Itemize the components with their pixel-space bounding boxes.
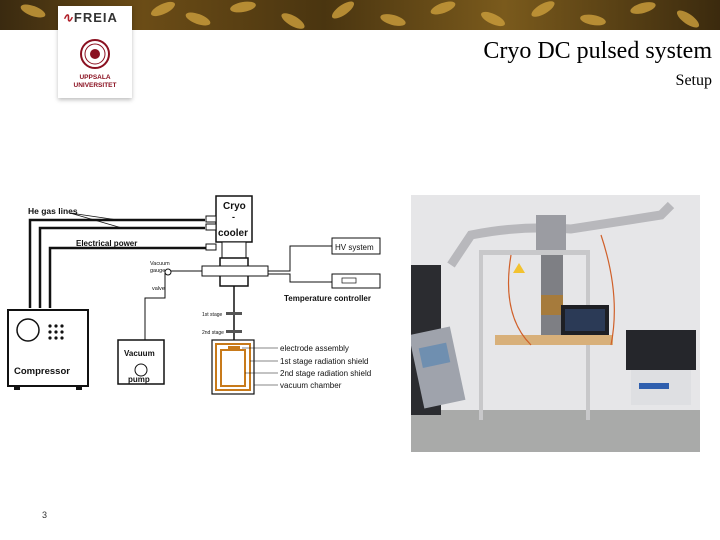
page-number: 3 xyxy=(42,510,47,520)
label-cooler: cooler xyxy=(218,228,248,239)
valve-icon xyxy=(165,269,171,275)
label-stage1: 1st stage xyxy=(202,312,223,318)
stage2-plate xyxy=(226,330,242,333)
cryo-port-1 xyxy=(206,216,216,222)
uppsala-seal-icon xyxy=(80,36,110,72)
label-gauge: gauge xyxy=(150,268,165,274)
cryo-neck xyxy=(222,242,246,258)
lab-photo-illustration xyxy=(411,195,700,452)
electrical-line xyxy=(50,248,210,308)
compressor-dial-icon xyxy=(17,319,39,341)
cryo-port-3 xyxy=(206,244,216,250)
label-electrode-assembly: electrode assembly xyxy=(280,344,349,353)
freia-logo-text: FREIA xyxy=(74,10,118,25)
slide-title: Cryo DC pulsed system xyxy=(483,38,712,65)
electrode-icon xyxy=(228,346,240,350)
leader-lines xyxy=(242,348,278,385)
hv-line xyxy=(268,246,332,271)
lab-photo xyxy=(411,195,700,452)
label-temperature-controller: Temperature controller xyxy=(284,294,371,303)
slide-subtitle: Setup xyxy=(676,72,712,90)
university-line2: UNIVERSITET xyxy=(60,82,130,90)
label-cryo: Cryo xyxy=(223,201,246,212)
label-he-gas-lines: He gas lines xyxy=(28,206,78,216)
label-cryo-dash: - xyxy=(232,212,235,222)
stage1-plate xyxy=(226,312,242,315)
temp-line xyxy=(268,274,332,282)
label-vacuum-chamber: vacuum chamber xyxy=(280,381,342,390)
cryo-port-2 xyxy=(206,224,216,230)
compressor-ports-icon xyxy=(48,324,63,339)
university-line1: UPPSALA xyxy=(60,74,130,82)
university-name: UPPSALA UNIVERSITET xyxy=(60,74,130,90)
label-vacuum-pump-2: pump xyxy=(128,375,150,384)
label-hv-system: HV system xyxy=(335,243,374,252)
freia-logo: ∿FREIA xyxy=(62,10,118,26)
label-stage2: 2nd stage xyxy=(202,330,224,336)
shield-2 xyxy=(221,350,245,386)
vacuum-line xyxy=(145,271,202,340)
label-compressor: Compressor xyxy=(14,366,70,377)
label-vacuum: Vacuum xyxy=(150,261,170,267)
freia-mark-icon: ∿ xyxy=(62,10,74,25)
label-vacuum-pump-1: Vacuum xyxy=(124,349,155,358)
he-gas-lines xyxy=(30,220,205,308)
label-shield2: 2nd stage radiation shield xyxy=(280,369,371,378)
label-valve: valve xyxy=(152,286,165,292)
label-electrical-power: Electrical power xyxy=(76,239,137,248)
cross-tube xyxy=(202,266,268,276)
label-shield1: 1st stage radiation shield xyxy=(280,357,369,366)
system-diagram: He gas lines Electrical power Cryo - coo… xyxy=(0,190,400,410)
